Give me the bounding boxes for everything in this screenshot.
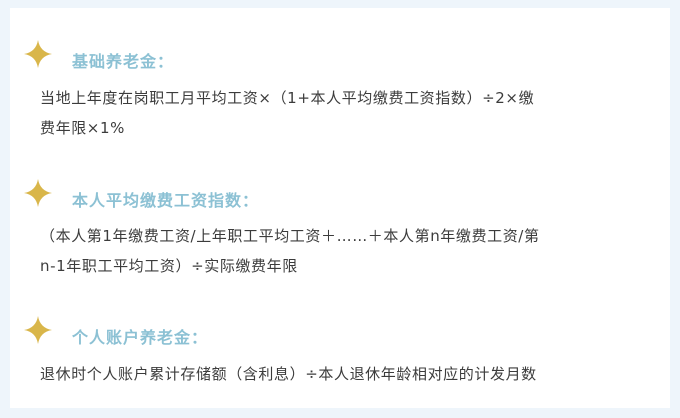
- section-heading: 基础养老金：: [72, 52, 175, 71]
- formula-card: 基础养老金： 当地上年度在岗职工月平均工资×（1+本人平均缴费工资指数）÷2×缴…: [10, 8, 670, 408]
- section-heading: 个人账户养老金：: [72, 328, 209, 347]
- section-body: （本人第1年缴费工资/上年职工平均工资＋……＋本人第n年缴费工资/第 n-1年职…: [40, 221, 660, 281]
- section-body: 当地上年度在岗职工月平均工资×（1+本人平均缴费工资指数）÷2×缴 费年限×1%: [40, 83, 660, 143]
- four-point-star-icon: [24, 40, 52, 68]
- body-line: 费年限×1%: [40, 119, 125, 137]
- section-body: 退休时个人账户累计存储额（含利息）÷本人退休年龄相对应的计发月数: [40, 359, 660, 389]
- body-line: （本人第1年缴费工资/上年职工平均工资＋……＋本人第n年缴费工资/第: [40, 227, 540, 245]
- body-line: 退休时个人账户累计存储额（含利息）÷本人退休年龄相对应的计发月数: [40, 365, 537, 383]
- body-line: n-1年职工平均工资）÷实际缴费年限: [40, 257, 298, 275]
- four-point-star-icon: [24, 179, 52, 207]
- body-line: 当地上年度在岗职工月平均工资×（1+本人平均缴费工资指数）÷2×缴: [40, 89, 535, 107]
- four-point-star-icon: [24, 316, 52, 344]
- section-heading: 本人平均缴费工资指数：: [72, 191, 260, 210]
